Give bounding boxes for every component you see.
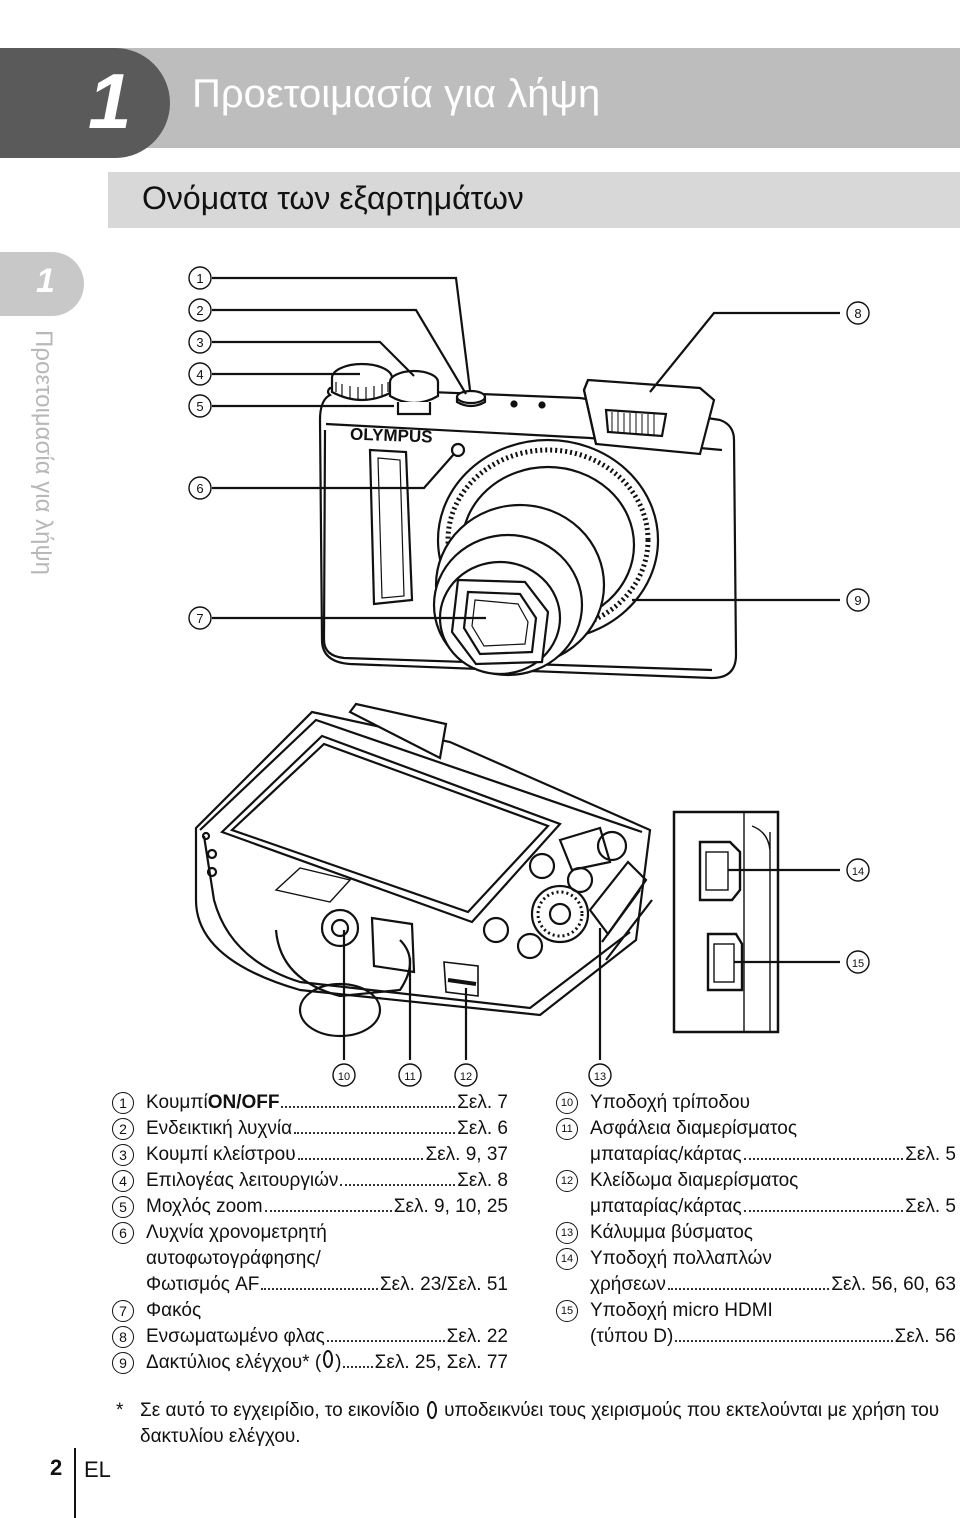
olympus-logo: OLYMPUS — [350, 425, 433, 447]
section-header-bar — [108, 172, 960, 228]
legend-right: 10 Υποδοχή τρίποδου 11 Ασφάλεια διαμερίσ… — [556, 1090, 956, 1350]
legend-item-15: 15 Υποδοχή micro HDMI — [556, 1298, 956, 1324]
callout-7: 7 — [196, 611, 203, 626]
control-ring-icon — [323, 1350, 334, 1368]
callout-15: 15 — [852, 958, 864, 970]
page-language: EL — [84, 1457, 111, 1482]
legend-item-6: 6 Λυχνία χρονομετρητή — [112, 1220, 508, 1246]
legend-item-11: 11 Ασφάλεια διαμερίσματος — [556, 1116, 956, 1142]
callout-2: 2 — [196, 303, 203, 318]
side-chapter-number: 1 — [36, 262, 55, 300]
callout-11: 11 — [404, 1071, 415, 1083]
legend-item-7: 7 Φακός — [112, 1298, 508, 1324]
camera-diagram: OLYMPUS — [188, 266, 870, 1087]
chapter-number: 1 — [88, 57, 132, 145]
control-ring-icon — [426, 1401, 437, 1419]
legend-item-12: 12 Κλείδωμα διαμερίσματος — [556, 1168, 956, 1194]
callout-14: 14 — [852, 866, 864, 878]
legend-item-14: 14 Υποδοχή πολλαπλών — [556, 1246, 956, 1272]
callout-12: 12 — [460, 1071, 472, 1083]
callout-9: 9 — [854, 593, 861, 608]
chapter-number-tab — [0, 48, 170, 158]
chapter-header-bar — [60, 48, 960, 148]
section-title: Ονόματα των εξαρτημάτων — [142, 180, 524, 216]
callout-6: 6 — [196, 481, 203, 496]
callout-5: 5 — [196, 399, 203, 414]
page-number: 2 — [50, 1455, 63, 1480]
callout-4: 4 — [196, 367, 203, 382]
legend-item-13: 13 Κάλυμμα βύσματος — [556, 1220, 956, 1246]
callout-1: 1 — [196, 271, 203, 286]
callout-8: 8 — [854, 306, 861, 321]
footnote-text-after: υποδεικνύει τους χειρισμούς που εκτελούν… — [140, 1400, 940, 1447]
callout-13: 13 — [594, 1071, 606, 1083]
callout-10: 10 — [338, 1071, 350, 1083]
footnote-text-before: Σε αυτό το εγχειρίδιο, το εικονίδιο — [140, 1400, 420, 1421]
legend-item-10: 10 Υποδοχή τρίποδου — [556, 1090, 956, 1116]
side-chapter-text: Προετοιμασία για λήψη — [30, 330, 57, 575]
side-chapter-tab — [0, 252, 84, 316]
page-number-divider — [74, 1448, 76, 1518]
chapter-title: Προετοιμασία για λήψη — [192, 72, 601, 116]
footnote-star: * — [116, 1400, 124, 1421]
callout-3: 3 — [196, 335, 203, 350]
legend-item-9: 9 Δακτύλιος ελέγχου* ()Σελ. 25, Σελ. 77 — [112, 1350, 508, 1376]
